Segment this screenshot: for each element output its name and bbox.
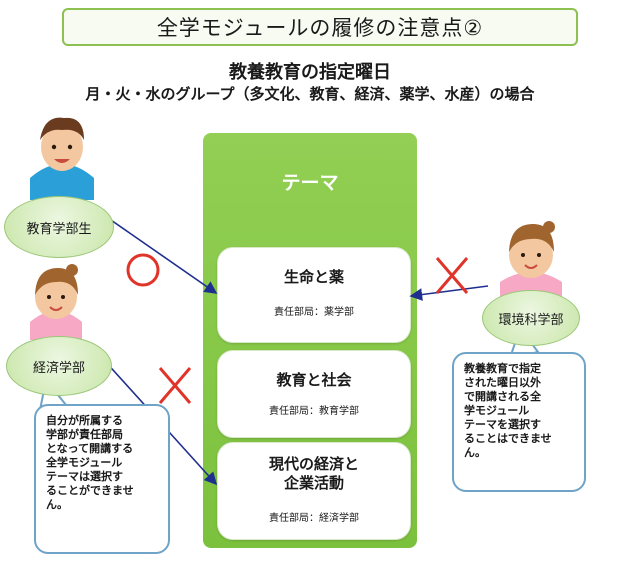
course-name-line2: 企業活動	[283, 474, 344, 492]
ng-cross-mark-icon	[158, 367, 192, 404]
course-card-economy-business: 現代の経済と 企業活動 責任部局：経済学部	[217, 442, 411, 540]
arrow-education-to-life	[107, 217, 218, 294]
student-education-avatar-icon	[30, 117, 94, 200]
note-line: された曜日以外	[464, 376, 541, 389]
note-line: 学部が責任部局	[46, 428, 123, 441]
course-card-life-medicine: 生命と薬 責任部局：薬学部	[217, 247, 411, 343]
course-responsible: 責任部局：経済学部	[269, 513, 359, 524]
course-name-line1: 現代の経済と	[268, 455, 359, 473]
course-name: 生命と薬	[283, 268, 344, 286]
note-economics: 自分が所属する 学部が責任部局 となって開講する 全学モジュール テーマは選択す…	[34, 404, 170, 554]
ng-cross-mark-icon	[435, 257, 469, 294]
note-line: で開講される全	[464, 390, 541, 403]
theme-heading: テーマ	[281, 172, 339, 194]
note-line: テーマは選択す	[46, 470, 123, 483]
label-environment-student: 環境科学部	[482, 290, 580, 346]
course-responsible: 責任部局：教育学部	[269, 406, 359, 417]
course-responsible: 責任部局：薬学部	[274, 307, 354, 318]
subtitle: 教養教育の指定曜日	[229, 62, 391, 83]
label-economics-student: 経済学部	[6, 336, 112, 396]
ok-circle-mark-icon	[126, 253, 160, 287]
note-line: となって開講する	[46, 442, 134, 455]
note-line: ることはできませ	[464, 432, 552, 445]
course-name: 教育と社会	[276, 371, 352, 389]
note-line: 教養教育で指定	[464, 362, 541, 375]
note-line: 自分が所属する	[46, 414, 123, 427]
note-line: 学モジュール	[464, 404, 530, 417]
course-card-education-society: 教育と社会 責任部局：教育学部	[217, 350, 411, 438]
note-line: ん。	[464, 446, 486, 459]
subtitle-groups: 月・火・水のグループ（多文化、教育、経済、薬学、水産）の場合	[85, 85, 535, 103]
note-line: テーマを選択す	[464, 418, 541, 431]
page-title: 全学モジュールの履修の注意点②	[62, 8, 578, 46]
note-environment: 教養教育で指定 された曜日以外 で開講される全 学モジュール テーマを選択す る…	[452, 352, 586, 492]
note-line: ることができませ	[46, 484, 134, 497]
student-economics-avatar-icon	[30, 264, 82, 340]
label-education-student: 教育学部生	[4, 196, 114, 258]
arrow-environment-to-life	[409, 285, 489, 301]
note-line: 全学モジュール	[46, 456, 123, 469]
note-line: ん。	[46, 498, 68, 511]
